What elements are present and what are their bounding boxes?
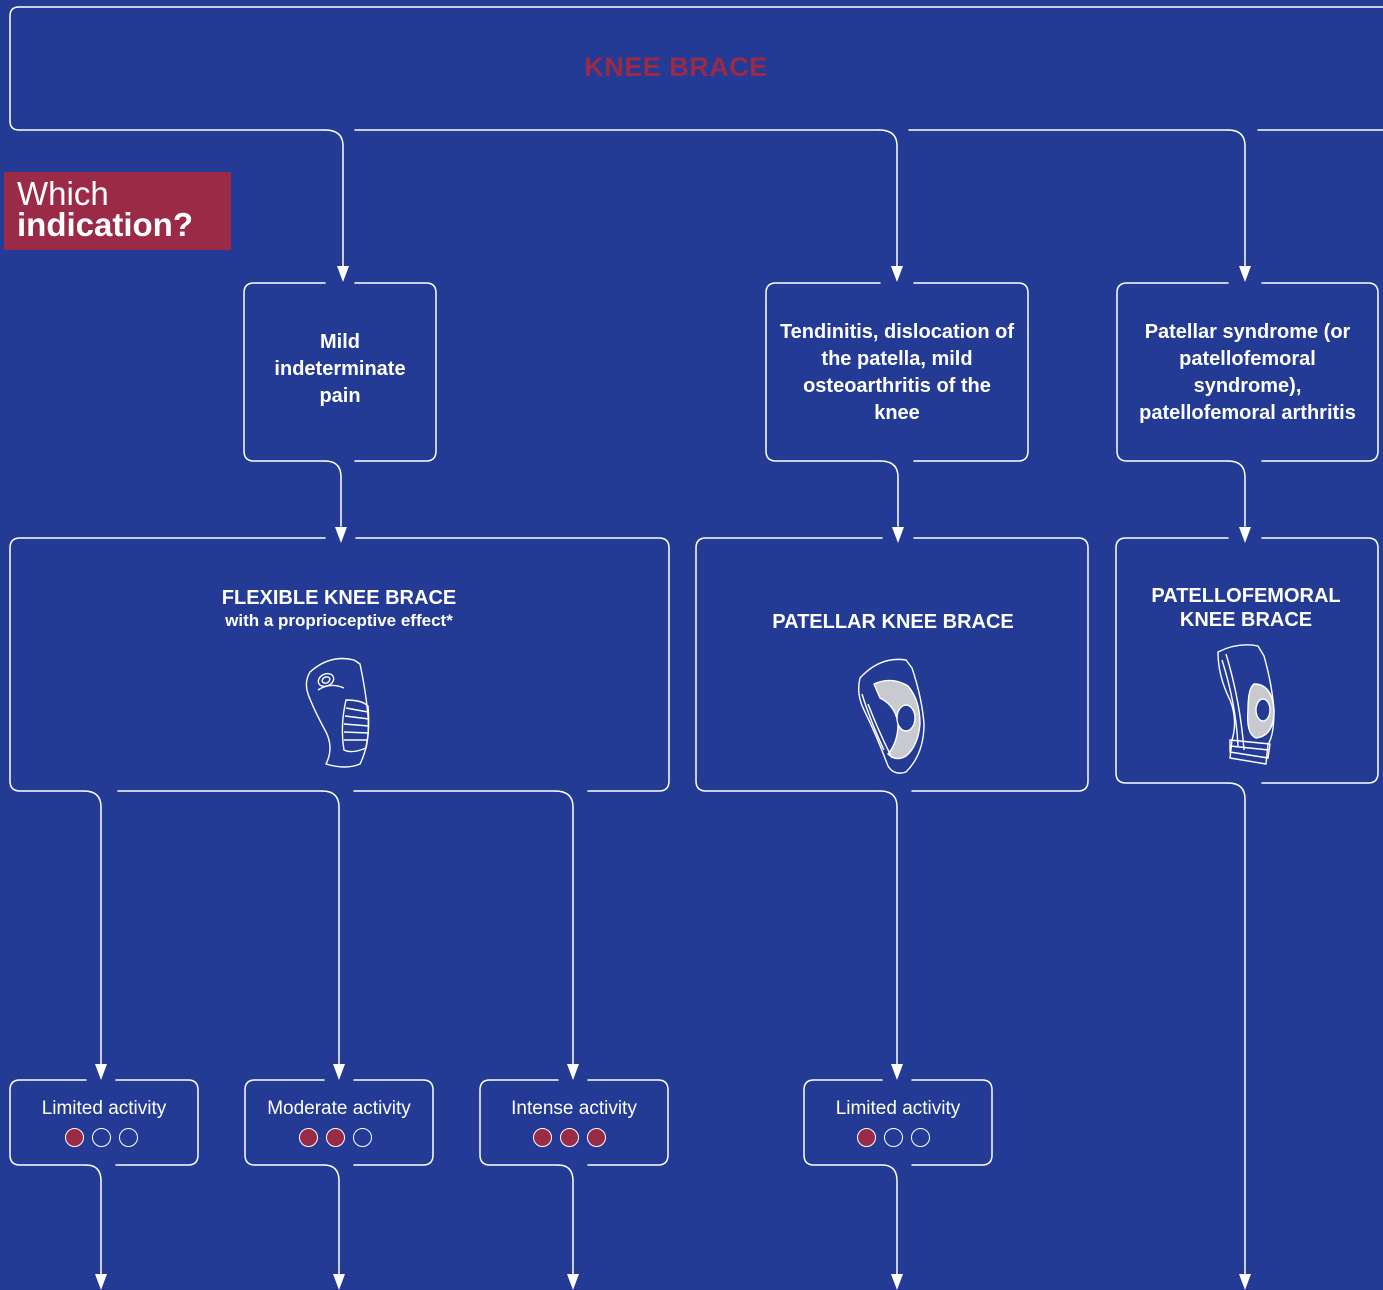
brace-flexible: FLEXIBLE KNEE BRACE with a proprioceptiv… [60,586,618,632]
level-dot-filled [560,1128,579,1147]
level-dot-empty [92,1128,111,1147]
level-dot-filled [533,1128,552,1147]
arrowhead [95,1064,107,1080]
flexible-knee-brace-icon [305,657,370,768]
arrowhead [891,1274,903,1290]
activity-label: Intense activity [511,1098,637,1119]
level-dot-empty [884,1128,903,1147]
activity-label: Limited activity [835,1098,961,1119]
indication-tendinitis: Tendinitis, dislocation of the patella, … [779,321,1015,424]
level-dot-empty [353,1128,372,1147]
brace-name: PATELLAR KNEE BRACE [772,611,1014,633]
brace-subtitle: with a proprioceptive effect* [225,611,453,630]
question-line-2: indication? [17,206,193,243]
arrowhead [95,1274,107,1290]
indication-patellar-syndrome: Patellar syndrome (or patellofemoral syn… [1139,321,1356,424]
arrowhead [567,1064,579,1080]
activity-level-dots [65,1128,138,1147]
arrowhead [567,1274,579,1290]
activity-level-dots [299,1128,372,1147]
level-dot-filled [857,1128,876,1147]
arrowhead [333,1064,345,1080]
brace-name: FLEXIBLE KNEE BRACE [221,587,457,609]
activity-level-dots [857,1128,930,1147]
arrowhead [335,527,347,543]
question-line-1: Which [17,175,109,212]
activity-label: Moderate activity [267,1098,411,1119]
activity-level-dots [533,1128,606,1147]
level-dot-filled [65,1128,84,1147]
arrowhead [333,1274,345,1290]
level-dot-filled [587,1128,606,1147]
level-dot-empty [119,1128,138,1147]
level-dot-empty [911,1128,930,1147]
diagram-title: KNEE BRACE [584,52,768,82]
level-dot-filled [326,1128,345,1147]
arrowhead [1239,1274,1251,1290]
indication-mild-pain: Mild indeterminate pain [274,330,406,407]
arrowhead [1239,266,1251,282]
brace-patellofemoral: PATELLOFEMORAL KNEE BRACE [1126,584,1366,632]
arrowhead [337,266,349,282]
brace-patellar: PATELLAR KNEE BRACE [700,610,1086,634]
activity-label: Limited activity [41,1098,167,1119]
arrowhead [1239,527,1251,543]
arrowhead [892,527,904,543]
brace-name: PATELLOFEMORAL KNEE BRACE [1151,585,1341,631]
arrowhead [891,266,903,282]
patellar-knee-brace-icon [857,658,925,774]
question-badge: Which indication? [4,172,231,250]
level-dot-filled [299,1128,318,1147]
arrowhead [891,1064,903,1080]
patellofemoral-knee-brace-icon [1217,644,1275,765]
